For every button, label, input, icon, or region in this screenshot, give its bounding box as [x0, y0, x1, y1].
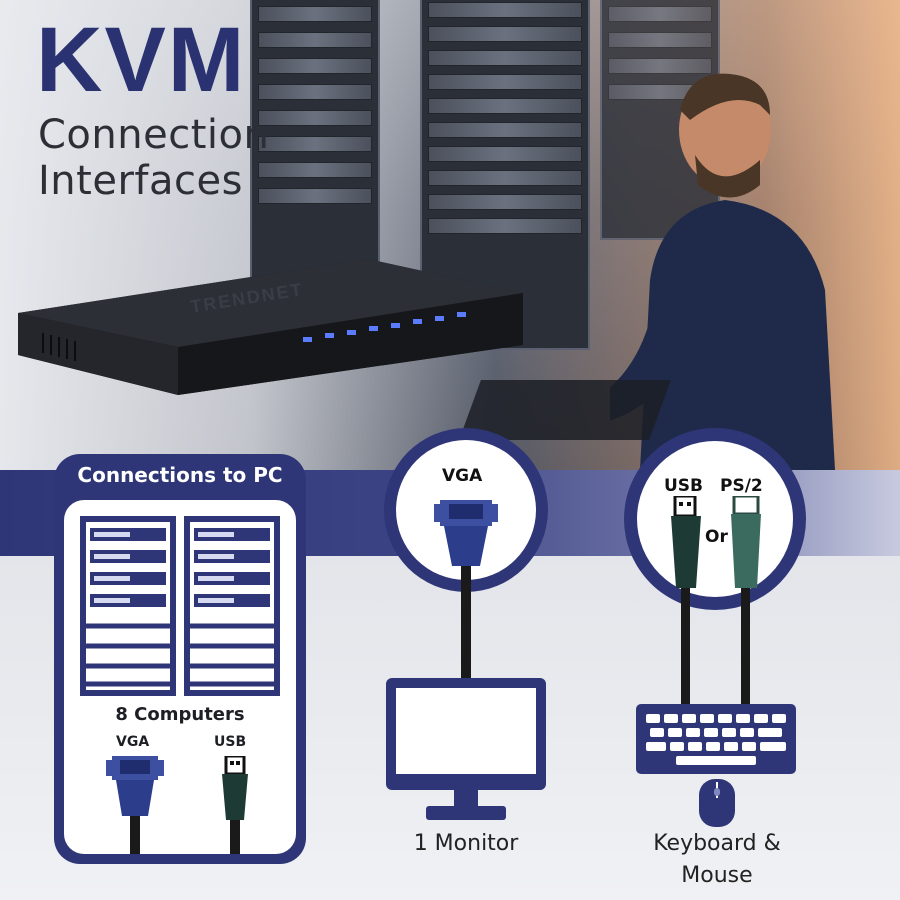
- vga-connector-icon: [106, 756, 164, 854]
- monitor-vga-connector-icon: [434, 500, 498, 680]
- ps2-label: PS/2: [720, 476, 763, 496]
- caption-line-2: Mouse: [681, 863, 753, 888]
- page-subtitle: Connection Interfaces: [38, 112, 269, 204]
- subtitle-line-2: Interfaces: [38, 158, 243, 204]
- pc-connections-panel: Connections to PC: [54, 454, 306, 864]
- monitor-icon: [386, 678, 546, 820]
- usb-connector-icon: [222, 756, 248, 854]
- monitor-vga-label: VGA: [442, 466, 483, 486]
- caption-line-1: Keyboard &: [653, 831, 781, 856]
- server-rack-center: [420, 0, 590, 350]
- server-rack-icon: [80, 516, 280, 696]
- server-rack-left: [250, 0, 380, 290]
- keyboard-mouse-caption: Keyboard & Mouse: [630, 828, 804, 892]
- hero-photo: TRENDNET KVM Connection Interfaces: [0, 0, 900, 470]
- pc-panel-title: Connections to PC: [77, 463, 283, 487]
- usb-label: USB: [664, 476, 704, 496]
- ps2-connector-icon: [731, 496, 761, 706]
- mouse-icon: [699, 779, 735, 827]
- kvm-switch-device: [18, 259, 523, 395]
- or-label: Or: [705, 527, 728, 547]
- pc-panel-content: 8 Computers VGA USB: [64, 500, 296, 854]
- input-circle-badge: [624, 428, 806, 610]
- keyboard-usb-connector-icon: [671, 496, 701, 706]
- pc-vga-label: VGA: [116, 734, 150, 750]
- subtitle-line-1: Connection: [38, 112, 270, 158]
- pc-usb-label: USB: [214, 734, 247, 750]
- keyboard-icon: [636, 704, 796, 774]
- computers-count-label: 8 Computers: [115, 704, 245, 725]
- page-title: KVM: [36, 9, 247, 111]
- monitor-caption: 1 Monitor: [413, 831, 519, 856]
